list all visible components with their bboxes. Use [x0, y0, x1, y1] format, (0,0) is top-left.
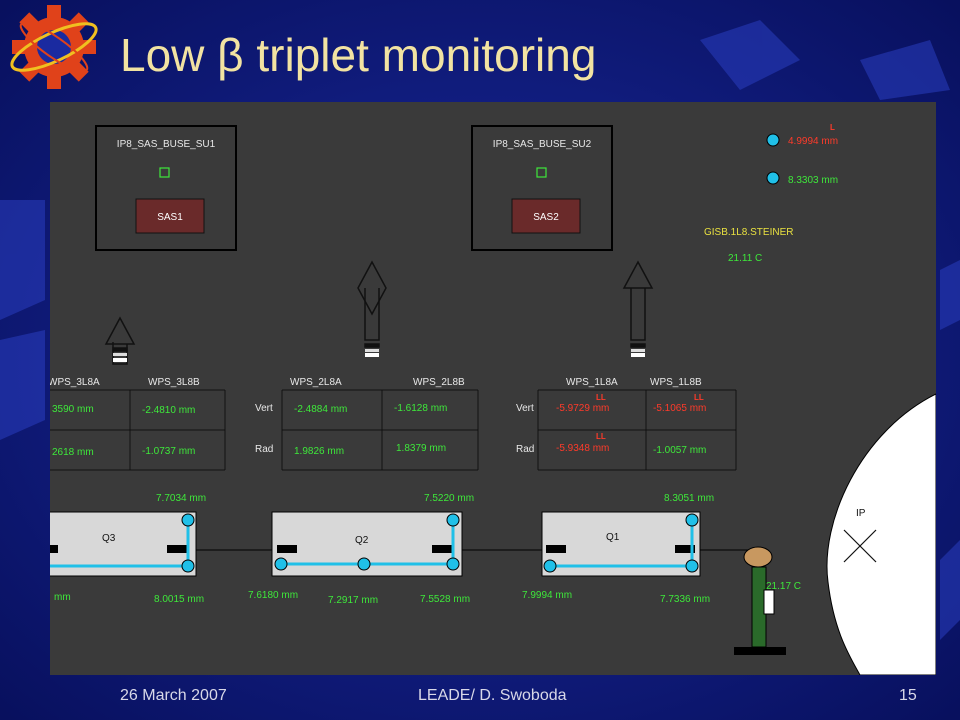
- alarm-flag: LL: [694, 393, 704, 402]
- wps-table-2: WPS_2L8A WPS_2L8B Vert Rad -2.4884 mm -1…: [255, 377, 479, 471]
- ip-temperature: 21.17 C: [766, 581, 801, 592]
- sensor-value-1: 4.9994 mm: [788, 136, 838, 147]
- wps-col-header: WPS_3L8A: [50, 377, 100, 388]
- wps-col-header: WPS_3L8B: [148, 377, 200, 388]
- sas2-button-label: SAS2: [533, 212, 559, 223]
- magnet-label: Q1: [606, 532, 620, 543]
- wps-value: 1.8379 mm: [396, 443, 446, 454]
- wps-value: 1.9826 mm: [294, 446, 344, 457]
- magnet-value: 7.5220 mm: [424, 493, 474, 504]
- sas1-button-label: SAS1: [157, 212, 183, 223]
- wps-value: 2618 mm: [52, 447, 94, 458]
- device-temperature: 21.11 C: [728, 253, 762, 264]
- sensor-dot-1[interactable]: [766, 133, 780, 147]
- row-label-rad: Rad: [516, 444, 534, 455]
- row-label-vert: Vert: [255, 403, 273, 414]
- sas-box-2: IP8_SAS_BUSE_SU2 SAS2: [471, 125, 613, 251]
- sensor-flag: L: [830, 123, 835, 132]
- alarm-flag: LL: [596, 393, 606, 402]
- magnet-label: Q3: [102, 533, 116, 544]
- slide-title: Low β triplet monitoring: [120, 29, 597, 81]
- wps-value: -2.4810 mm: [142, 405, 195, 416]
- magnet-value: mm: [54, 592, 71, 603]
- wps-value: -5.9729 mm: [556, 403, 609, 414]
- ip-label: IP: [856, 508, 866, 519]
- magnet-value: 7.6180 mm: [248, 590, 298, 601]
- magnet-value: 8.3051 mm: [664, 493, 714, 504]
- sas-box-1: IP8_SAS_BUSE_SU1 SAS1: [95, 125, 237, 251]
- wps-table-3: WPS_3L8A WPS_3L8B 3590 mm -2.4810 mm 261…: [50, 377, 226, 471]
- gear-logo-icon: [10, 5, 98, 89]
- magnet-value: 7.7034 mm: [156, 493, 206, 504]
- arrow-up-icon: [622, 260, 654, 357]
- magnet-value: 7.2917 mm: [328, 595, 378, 606]
- sas-box-2-indicator: [536, 167, 547, 178]
- footer-page-number: 15: [899, 687, 917, 704]
- wps-value: 3590 mm: [52, 404, 94, 415]
- wps-table-1: WPS_1L8A WPS_1L8B Vert Rad LL LL LL -5.9…: [516, 377, 737, 471]
- wps-value: -1.0737 mm: [142, 446, 195, 457]
- sas2-button[interactable]: SAS2: [511, 198, 581, 234]
- magnet-q3[interactable]: Q3: [50, 511, 197, 577]
- wps-col-header: WPS_2L8A: [290, 377, 342, 388]
- scada-panel: IP8_SAS_BUSE_SU1 SAS1 IP8_SAS_BUSE_SU2 S…: [50, 102, 936, 675]
- sas-box-2-name: IP8_SAS_BUSE_SU2: [493, 139, 592, 150]
- sas-box-1-name: IP8_SAS_BUSE_SU1: [117, 139, 216, 150]
- support-stand[interactable]: [734, 546, 786, 655]
- scada-diagram: IP8_SAS_BUSE_SU1 SAS1 IP8_SAS_BUSE_SU2 S…: [50, 123, 936, 675]
- row-label-rad: Rad: [255, 444, 273, 455]
- wps-col-header: WPS_2L8B: [413, 377, 465, 388]
- magnet-value: 7.5528 mm: [420, 594, 470, 605]
- row-label-vert: Vert: [516, 403, 534, 414]
- ip-region: [826, 393, 936, 675]
- magnet-label: Q2: [355, 535, 369, 546]
- sensor-dot-2[interactable]: [766, 171, 780, 185]
- magnet-value: 7.9994 mm: [522, 590, 572, 601]
- wps-value: -1.6128 mm: [394, 403, 447, 414]
- magnet-q1[interactable]: Q1: [541, 511, 701, 577]
- magnet-q2[interactable]: Q2: [271, 511, 463, 577]
- sas-box-1-indicator: [159, 167, 170, 178]
- sas1-button[interactable]: SAS1: [135, 198, 205, 234]
- footer-author: LEADE/ D. Swoboda: [418, 687, 567, 704]
- magnet-value: 7.7336 mm: [660, 594, 710, 605]
- arrow-up-icon: [357, 260, 387, 357]
- wps-value: -5.9348 mm: [556, 443, 609, 454]
- wps-value: -2.4884 mm: [294, 404, 347, 415]
- wps-col-header: WPS_1L8A: [566, 377, 618, 388]
- device-name: GISB.1L8.STEINER: [704, 227, 793, 238]
- footer-date: 26 March 2007: [120, 687, 227, 704]
- wps-value: -1.0057 mm: [653, 445, 706, 456]
- arrow-up-icon: [104, 316, 136, 365]
- sensor-value-2: 8.3303 mm: [788, 175, 838, 186]
- magnet-value: 8.0015 mm: [154, 594, 204, 605]
- ip-cross-icon: [843, 529, 877, 563]
- wps-value: -5.1065 mm: [653, 403, 706, 414]
- alarm-flag: LL: [596, 432, 606, 441]
- wps-col-header: WPS_1L8B: [650, 377, 702, 388]
